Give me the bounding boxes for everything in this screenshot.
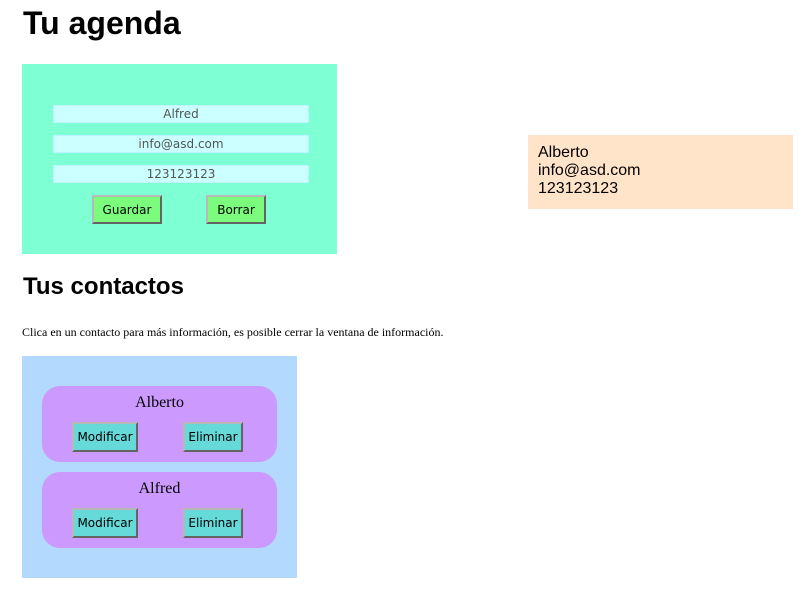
info-email: info@asd.com <box>538 162 641 179</box>
phone-input[interactable] <box>53 165 309 183</box>
contact-card[interactable]: Alfred Modificar Eliminar <box>42 472 277 548</box>
edit-contact-button[interactable]: Modificar <box>72 422 138 452</box>
email-input[interactable] <box>53 135 309 153</box>
contacts-list: Alberto Modificar Eliminar Alfred Modifi… <box>22 356 297 578</box>
clear-button[interactable]: Borrar <box>206 195 266 224</box>
contact-form: Guardar Borrar <box>22 64 337 254</box>
contacts-hint: Clica en un contacto para más informació… <box>22 325 444 339</box>
info-name: Alberto <box>538 144 589 161</box>
info-phone: 123123123 <box>538 180 619 197</box>
delete-contact-button[interactable]: Eliminar <box>183 422 243 452</box>
contact-info-panel[interactable]: Alberto info@asd.com 123123123 <box>528 135 793 209</box>
save-button[interactable]: Guardar <box>92 195 162 224</box>
contact-name[interactable]: Alberto <box>135 394 184 411</box>
contacts-title: Tus contactos <box>23 273 184 300</box>
contact-name[interactable]: Alfred <box>138 480 181 497</box>
edit-contact-button[interactable]: Modificar <box>72 508 138 538</box>
contact-card[interactable]: Alberto Modificar Eliminar <box>42 386 277 462</box>
page-title: Tu agenda <box>23 5 181 41</box>
delete-contact-button[interactable]: Eliminar <box>183 508 243 538</box>
name-input[interactable] <box>53 105 309 123</box>
